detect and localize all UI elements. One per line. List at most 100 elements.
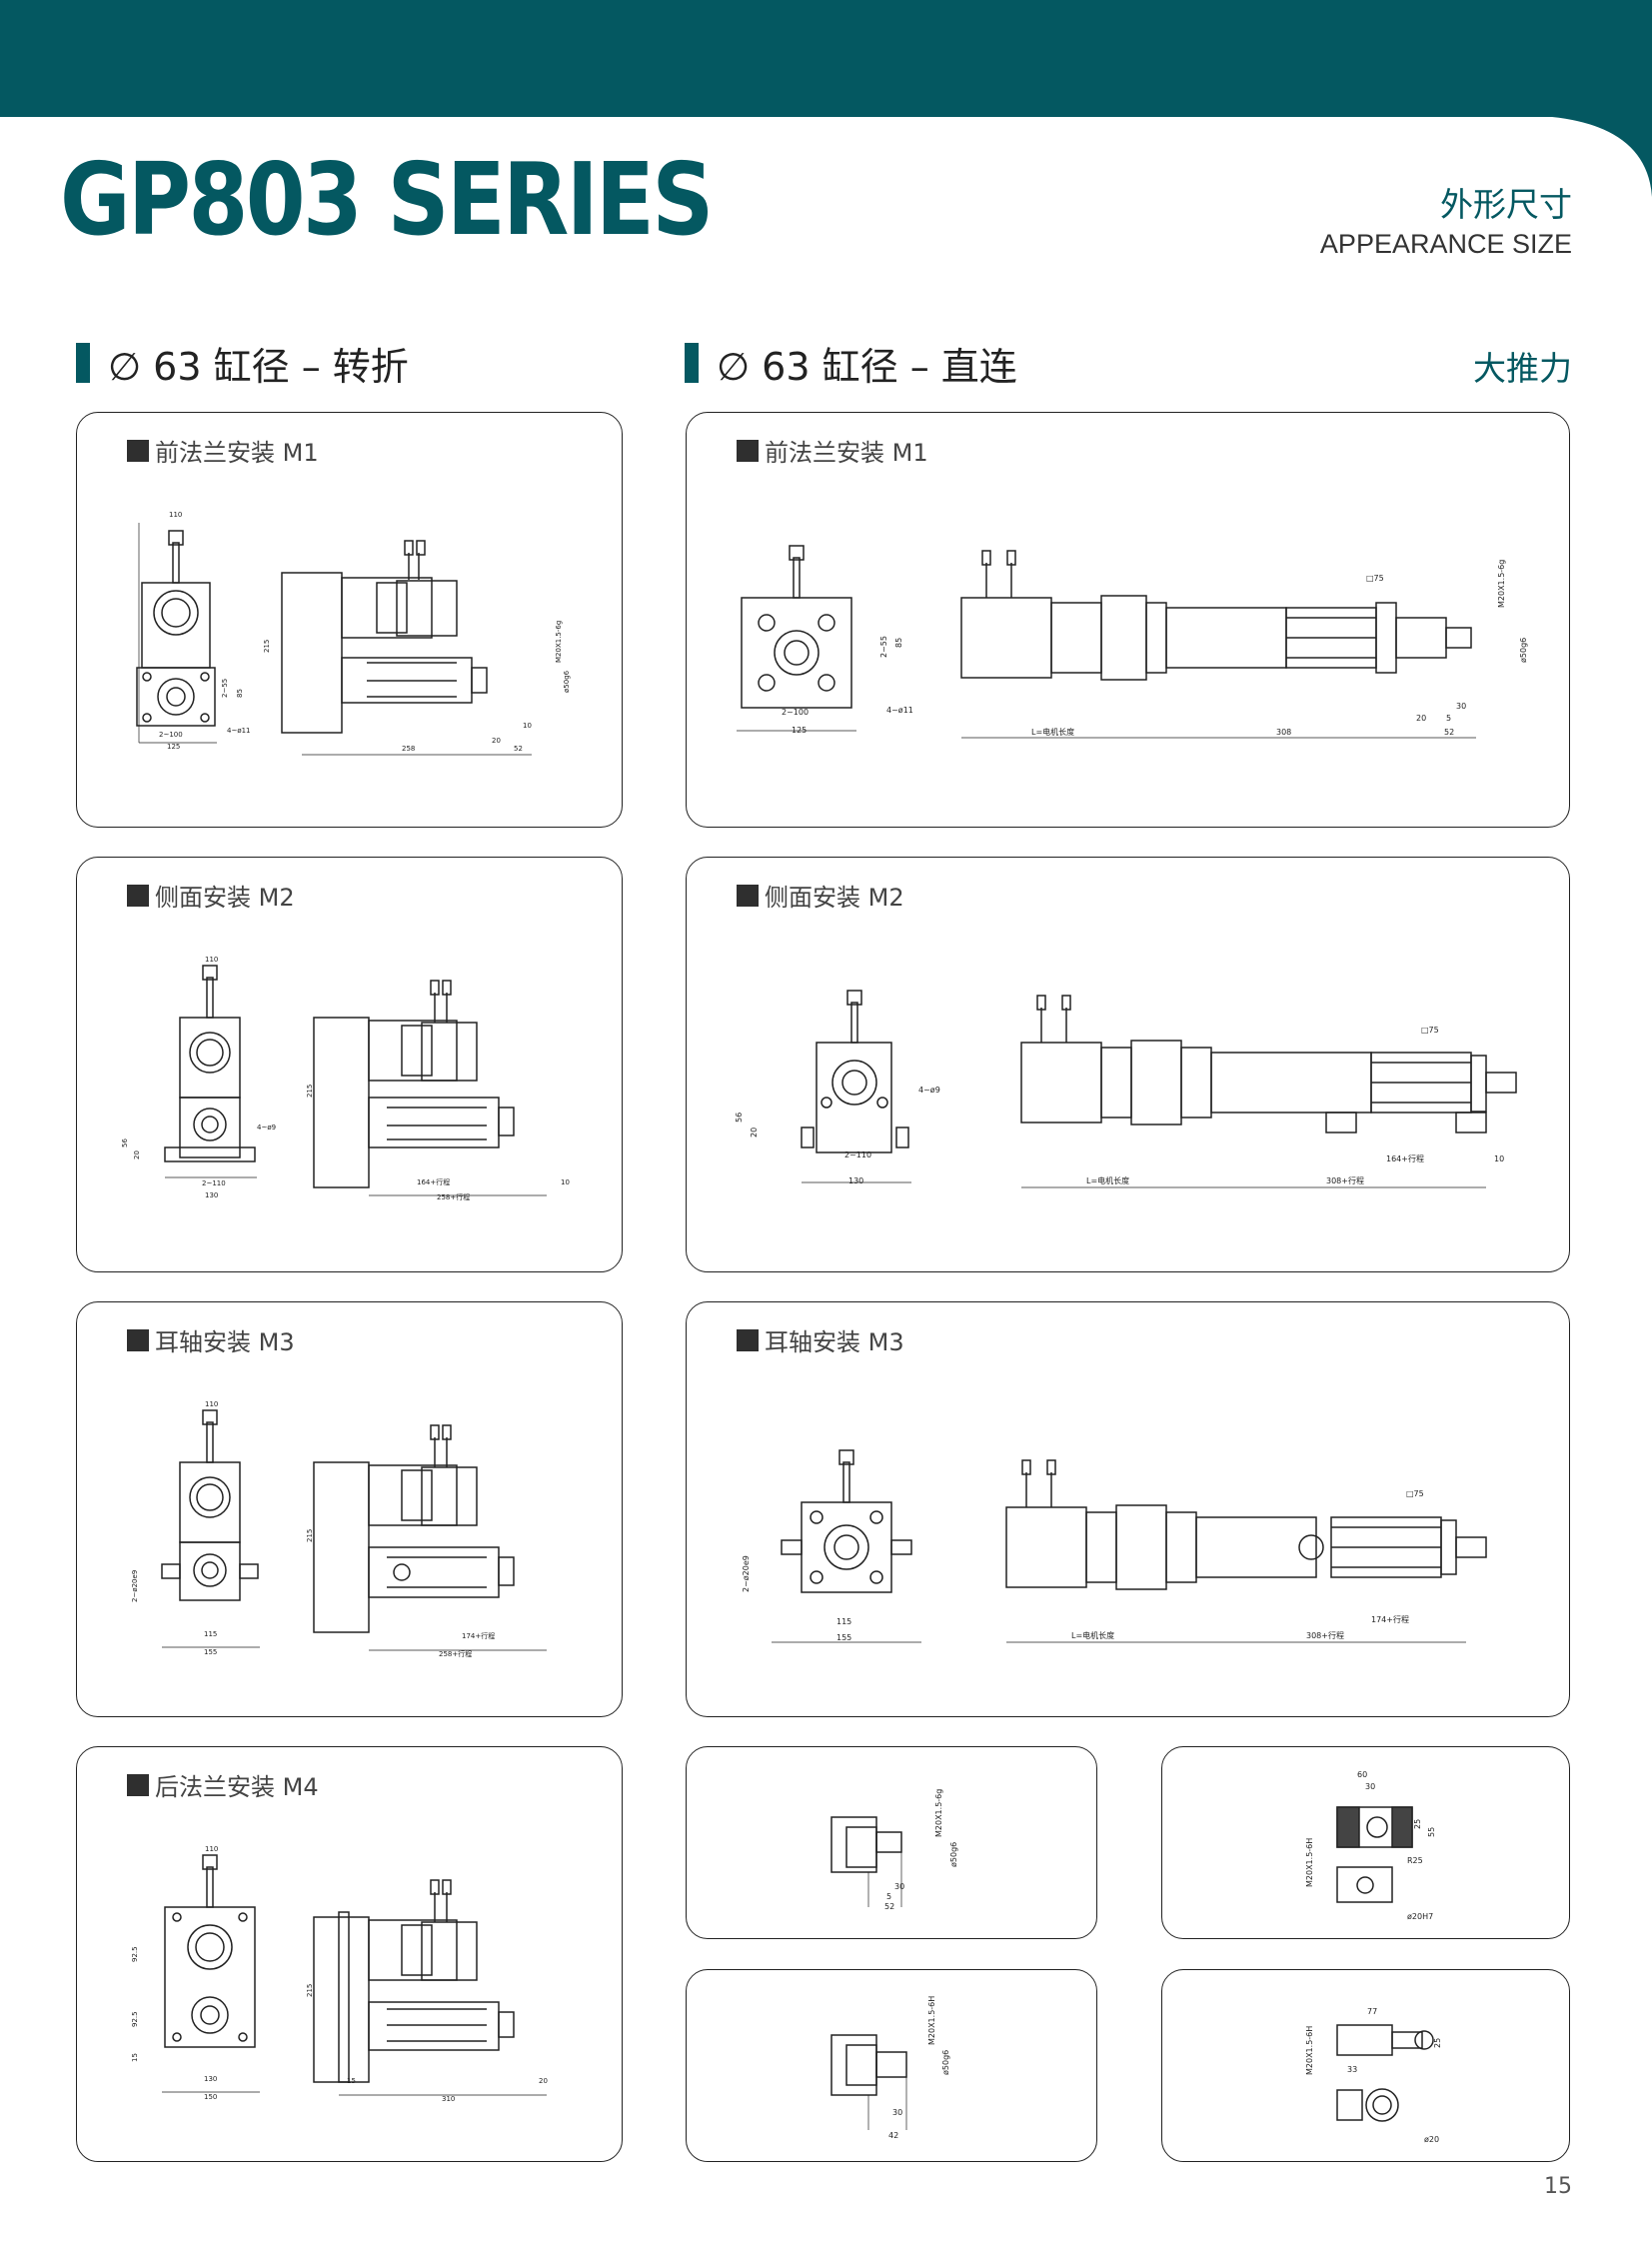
dim-label: □75	[1421, 1026, 1439, 1035]
panel-left-m1: 前法兰安装 M1 110 215 2~55 85 2~100 125 4~ø11…	[76, 412, 623, 828]
panel-detail-4: 77 25 33 M20X1.5-6H ø20	[1161, 1969, 1570, 2162]
header-band	[0, 0, 1652, 117]
dim-label: 20	[539, 2077, 548, 2085]
dim-label: L=电机长度	[1031, 727, 1074, 737]
dim-label: 2~100	[782, 708, 809, 717]
dim-label: M20X1.5-6H	[1305, 2026, 1314, 2075]
page-title: GP803 SERIES	[60, 141, 714, 258]
dim-label: 20	[492, 737, 501, 745]
dim-label: M20X1.5-6g	[934, 1789, 943, 1837]
dim-label: 85	[894, 638, 903, 648]
label-square	[127, 1773, 149, 1796]
dim-label: 5	[1446, 714, 1451, 723]
dim-label: 4~ø11	[886, 706, 913, 715]
dim-label: 130	[848, 1176, 863, 1185]
page-number: 15	[1544, 2174, 1572, 2199]
dim-label: L=电机长度	[1086, 1175, 1129, 1185]
dim-label: 30	[1456, 702, 1466, 711]
dim-label: □75	[1406, 1489, 1424, 1498]
appearance-size-en: APPEARANCE SIZE	[1319, 229, 1572, 259]
dim-label: 30	[894, 1882, 904, 1891]
drawing-detail-3: M20X1.5-6H ø50g6 30 42	[830, 1996, 950, 2140]
dim-label: 2~55	[221, 679, 229, 698]
label-square	[127, 1328, 149, 1351]
dim-label: 110	[205, 956, 218, 964]
panel-detail-2: 60 30 55 25 R25 M20X1.5-6H ø20H7	[1161, 1746, 1570, 1939]
dim-label: 4~ø9	[918, 1086, 940, 1095]
dim-label: ø50g6	[949, 1842, 958, 1867]
dim-label: 4~ø11	[227, 727, 251, 735]
dim-label: 20	[750, 1127, 759, 1137]
drawing-left-m2: 110 215 56 20 4~ø9 2~110 130 164+行程 258+…	[121, 956, 570, 1201]
dim-label: 2~110	[202, 1179, 226, 1187]
dim-label: 308	[1276, 728, 1291, 737]
dim-label: 125	[792, 726, 807, 735]
dim-label: 110	[169, 511, 182, 519]
dim-label: 52	[1444, 728, 1454, 737]
dim-label: 174+行程	[1371, 1614, 1409, 1624]
dim-label: 30	[1365, 1782, 1375, 1791]
drawing-right-m2: □75 56 20 4~ø9 2~110 130 L=电机长度 308+行程 1…	[735, 990, 1517, 1188]
dim-label: M20X1.5-6g	[1497, 560, 1506, 608]
panel-left-m4: 后法兰安装 M4 110 215 92.5 92.5 15 130 150 15	[76, 1746, 623, 2162]
label-square	[737, 439, 759, 462]
dim-label: 10	[1494, 1154, 1504, 1163]
panel-right-m2: 侧面安装 M2 □75 56 20 4~ø9 2~110 130 L=电机长度 …	[686, 857, 1570, 1272]
panel-detail-1: M20X1.5-6g ø50g6 30 5 52	[686, 1746, 1097, 1939]
dim-label: 10	[523, 722, 532, 730]
dim-label: 110	[205, 1845, 218, 1853]
dim-label: 130	[205, 1191, 218, 1199]
panel-left-m2: 侧面安装 M2 110 215 56 20 4~ø9 2~110 130 164…	[76, 857, 623, 1272]
dim-label: R25	[1407, 1856, 1423, 1865]
dim-label: □75	[1366, 574, 1384, 583]
dim-label: 15	[131, 2053, 139, 2062]
header-curve	[1552, 117, 1652, 197]
dim-label: 20	[1416, 714, 1426, 723]
panel-label-text: 侧面安装 M2	[155, 884, 295, 912]
section-marker	[76, 343, 90, 383]
drawing-detail-2: 60 30 55 25 R25 M20X1.5-6H ø20H7	[1305, 1770, 1436, 1921]
label-square	[737, 884, 759, 907]
dim-label: 85	[236, 689, 244, 698]
dim-label: ø20	[1424, 2135, 1439, 2144]
dim-label: 164+行程	[1386, 1153, 1424, 1163]
dim-label: 42	[888, 2131, 898, 2140]
appearance-size-cn: 外形尺寸	[1440, 185, 1572, 224]
dim-label: 115	[204, 1630, 217, 1638]
dim-label: 164+行程	[417, 1177, 450, 1186]
dim-label: 33	[1347, 2065, 1357, 2074]
dim-label: 60	[1357, 1770, 1367, 1779]
dim-label: M20X1.5-6H	[1305, 1838, 1314, 1887]
drawing-detail-4: 77 25 33 M20X1.5-6H ø20	[1305, 2007, 1442, 2144]
label-square	[127, 884, 149, 907]
panel-label-text: 耳轴安装 M3	[765, 1328, 904, 1356]
panel-right-m1: 前法兰安装 M1 □75 M20X1.5-6g ø50g6 2~55 85 2~…	[686, 412, 1570, 828]
dim-label: 30	[892, 2108, 902, 2117]
drawing-left-m3: 110 215 2~ø20e9 115 155 174+行程 258+行程	[131, 1400, 547, 1658]
panel-detail-3: M20X1.5-6H ø50g6 30 42	[686, 1969, 1097, 2162]
section-right-heading: ∅ 63 缸径 – 直连	[685, 342, 1017, 389]
dim-label: 258	[402, 745, 415, 753]
panel-label-text: 前法兰安装 M1	[155, 439, 319, 467]
dim-label: 155	[204, 1648, 217, 1656]
dim-label: ø50g6	[1519, 638, 1528, 663]
dim-label: 92.5	[131, 2011, 139, 2027]
drawing-right-m3: □75 2~ø20e9 115 155 L=电机长度 308+行程 174+行程	[742, 1449, 1487, 1643]
dim-label: 125	[167, 743, 180, 751]
dim-label: 92.5	[131, 1946, 139, 1962]
dim-label: 258+行程	[437, 1192, 470, 1201]
panel-label-text: 后法兰安装 M4	[155, 1773, 319, 1801]
dim-label: 2~100	[159, 731, 183, 739]
dim-label: 215	[306, 1085, 314, 1098]
dim-label: 215	[263, 640, 271, 653]
label-square	[127, 439, 149, 462]
drawing-right-m1: □75 M20X1.5-6g ø50g6 2~55 85 2~100 125 4…	[737, 545, 1528, 739]
dim-label: ø50g6	[563, 670, 571, 693]
dim-label: L=电机长度	[1071, 1630, 1114, 1640]
panel-label-text: 侧面安装 M2	[765, 884, 904, 912]
panel-left-m3: 耳轴安装 M3 110 215 2~ø20e9 115 155 174+行程 2…	[76, 1301, 623, 1717]
label-square	[737, 1328, 759, 1351]
section-right-extra: 大推力	[1473, 349, 1572, 388]
panel-label-text: 耳轴安装 M3	[155, 1328, 295, 1356]
dim-label: 115	[836, 1617, 851, 1626]
